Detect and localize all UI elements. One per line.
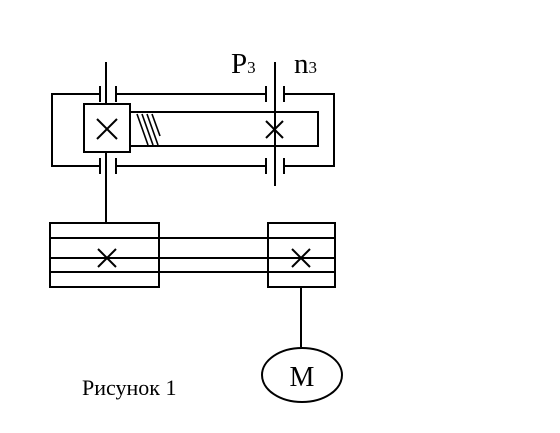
belt-drive [49,222,336,288]
left-pulley [49,222,160,288]
speed-label: n [294,48,309,80]
gearbox-housing [51,93,335,167]
motor: М [261,347,343,403]
right-pulley [267,222,336,288]
bearings [99,86,285,174]
worm-wheel [129,111,319,147]
power-label: P [231,48,247,80]
power-subscript: 3 [247,58,256,77]
svg-text:n3: n3 [294,48,317,80]
speed-subscript: 3 [309,58,318,77]
output-labels: P3 n3 [231,48,317,80]
worm [83,103,131,153]
motor-label: М [290,362,315,393]
figure-caption: Рисунок 1 [82,375,176,400]
svg-text:P3: P3 [231,48,256,80]
